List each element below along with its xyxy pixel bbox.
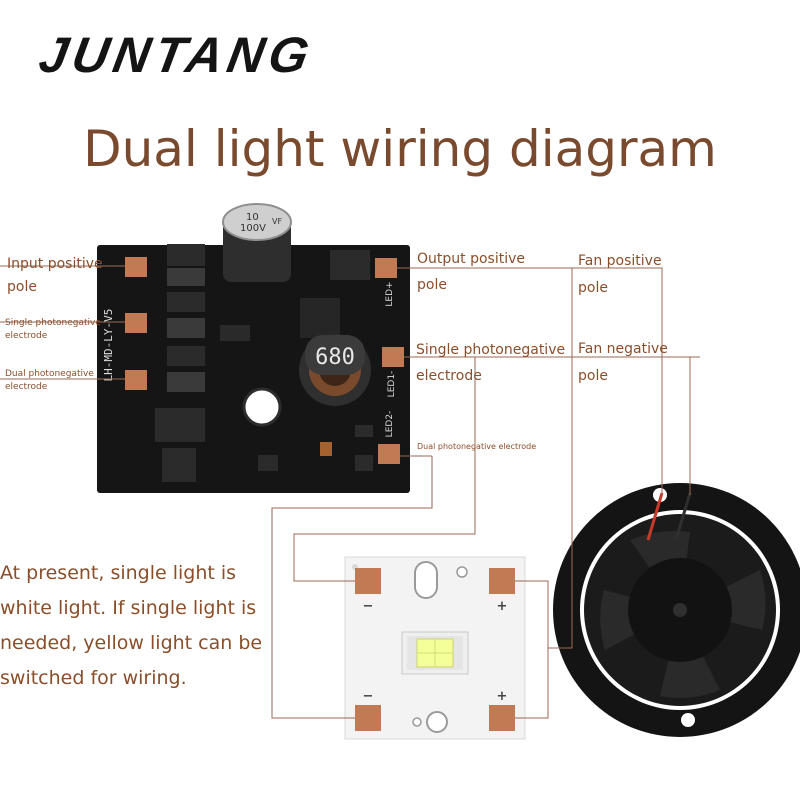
label-dual-photonegative-left-line2: electrode <box>5 382 48 392</box>
pcb-silkscreen: LH-MD-LY-V5 <box>102 309 115 382</box>
label-single-photonegative-right-line2: electrode <box>416 368 482 384</box>
label-dual-photonegative-right: Dual photonegative electrode <box>417 442 537 451</box>
pcb-pad-single-negative <box>125 313 147 333</box>
label-fan-negative: Fan negative pole <box>578 342 668 383</box>
label-fan-positive: Fan positive pole <box>578 254 662 295</box>
led-mark-bottom-left: − <box>363 689 374 704</box>
pcb-pad-output-positive <box>375 258 397 278</box>
led-pad-bottom-left <box>355 705 381 731</box>
led-pad-top-left <box>355 568 381 594</box>
wiring-lines <box>0 265 700 719</box>
pcb-pad-dual-negative <box>125 370 147 390</box>
led-mark-bottom-right: + <box>497 689 508 704</box>
label-fan-negative-line2: pole <box>578 368 608 384</box>
label-output-positive-line1: Output positive <box>417 251 525 267</box>
label-fan-negative-line1: Fan negative <box>578 341 668 357</box>
pcb-pad-input-positive <box>125 257 147 277</box>
wiring-note-line-2: white light. If single light is <box>0 597 257 619</box>
label-dual-photonegative-left: Dual photonegative electrode <box>5 370 94 392</box>
inductor-marking: 680 <box>315 345 355 370</box>
wiring-note-line-3: needed, yellow light can be <box>0 632 263 654</box>
label-fan-positive-line2: pole <box>578 280 608 296</box>
led-pad-bottom-right <box>489 705 515 731</box>
led-mark-top-left: − <box>363 599 374 614</box>
wiring-note: At present, single light is white light.… <box>0 556 262 696</box>
label-single-photonegative-right-line1: Single photonegative <box>416 342 566 358</box>
label-fan-positive-line1: Fan positive <box>578 253 662 269</box>
pcb-pad-led2-negative <box>378 444 400 464</box>
label-input-positive-line1: Input positive <box>7 256 103 272</box>
driver-pcb: 680 10 100V VF LH-MD-LY-V5 LED+ LED1- LE… <box>97 203 410 493</box>
label-single-photonegative-left-line2: electrode <box>5 331 48 341</box>
label-output-positive-line2: pole <box>417 277 447 293</box>
capacitor-marking-3: VF <box>272 217 282 226</box>
pcb-pad-led1-negative <box>382 347 404 367</box>
wiring-note-line-1: At present, single light is <box>0 562 237 584</box>
led-pad-top-right <box>489 568 515 594</box>
wiring-note-line-4: switched for wiring. <box>0 667 187 689</box>
label-single-photonegative-right: Single photonegative electrode <box>416 343 565 383</box>
led-board: − + − + <box>344 556 526 740</box>
pcb-label-led-plus: LED+ <box>385 281 395 306</box>
capacitor-marking-2: 100V <box>240 223 266 234</box>
label-dual-photonegative-left-line1: Dual photonegative <box>5 369 94 379</box>
capacitor-marking-1: 10 <box>246 212 259 223</box>
label-input-positive: Input positive pole <box>7 257 103 294</box>
label-output-positive: Output positive pole <box>417 252 525 292</box>
cooling-fan <box>553 483 800 737</box>
diagram-title: Dual light wiring diagram <box>83 120 717 178</box>
pcb-label-led2: LED2- <box>385 411 395 438</box>
capacitor: 10 100V VF <box>222 203 292 282</box>
label-input-positive-line2: pole <box>7 279 37 295</box>
pcb-label-led1: LED1- <box>387 371 397 398</box>
led-mark-top-right: + <box>497 599 508 614</box>
label-single-photonegative-left-line1: Single photonegative <box>5 318 101 328</box>
label-single-photonegative-left: Single photonegative electrode <box>5 319 101 341</box>
